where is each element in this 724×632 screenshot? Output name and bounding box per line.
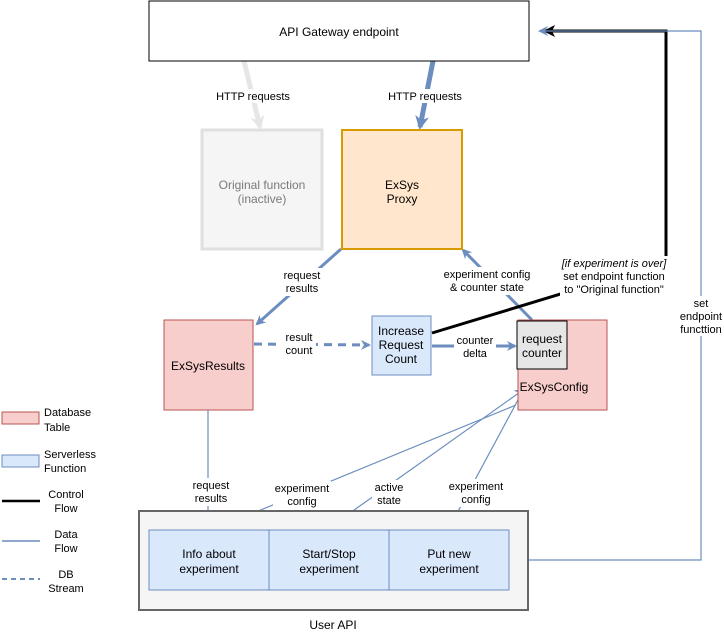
- label-proxy-results-1: request: [284, 270, 321, 282]
- legend-database-table: Database Table: [1, 407, 91, 434]
- increase-label-3: Count: [385, 352, 418, 366]
- increase-label-1: Increase: [378, 324, 424, 338]
- edge-start-stop-to-config: [325, 388, 525, 531]
- label-http-proxy: HTTP requests: [388, 91, 462, 103]
- legend-control-flow-1: Control: [48, 489, 83, 501]
- start-stop-experiment-node: Start/Stop experiment: [268, 529, 390, 591]
- legend-control-flow-2: Flow: [54, 503, 77, 515]
- label-result-count-1: result: [286, 332, 313, 344]
- label-active-state-1: active: [375, 482, 404, 494]
- label-http-original: HTTP requests: [216, 91, 290, 103]
- legend-serverless-function: Serverless Function: [1, 449, 96, 475]
- increase-label-2: Request: [379, 338, 424, 352]
- api-gateway-label: API Gateway endpoint: [279, 25, 399, 39]
- legend-serverless-function-1: Serverless: [44, 449, 96, 461]
- increase-request-count-node: Increase Request Count: [371, 315, 432, 376]
- legend-control-flow: Control Flow: [2, 489, 84, 515]
- label-config-info-2: config: [287, 496, 316, 508]
- label-put-config-1: experiment: [449, 481, 503, 493]
- edge-put-to-config: [447, 383, 527, 531]
- label-active-state-2: state: [377, 495, 401, 507]
- label-result-count-2: count: [286, 345, 313, 357]
- exsys-proxy-node: ExSys Proxy: [341, 129, 463, 250]
- put-new-label-1: Put new: [427, 547, 471, 561]
- legend-data-flow-1: Data: [54, 529, 78, 541]
- label-config-proxy-1: experiment config: [444, 269, 531, 281]
- original-function-label-1: Original function: [219, 178, 306, 192]
- exsys-config-label: ExSysConfig: [520, 380, 589, 394]
- label-counter-delta-1: counter: [457, 335, 494, 347]
- legend: Database Table Serverless Function Contr…: [1, 407, 96, 595]
- label-config-proxy-2: & counter state: [450, 282, 524, 294]
- label-results-info-1: request: [193, 480, 230, 492]
- exsys-proxy-label-2: Proxy: [387, 192, 418, 206]
- legend-db-stream-1: DB: [58, 569, 73, 581]
- api-gateway-node: API Gateway endpoint: [148, 0, 530, 62]
- legend-db-stream-2: Stream: [48, 583, 83, 595]
- info-label-2: experiment: [179, 562, 239, 576]
- edge-config-to-info: [210, 404, 517, 532]
- exsys-results-node: ExSysResults: [163, 319, 254, 411]
- legend-database-table-1: Database: [44, 407, 91, 419]
- label-set-endpoint-3: functtion: [680, 324, 722, 336]
- start-stop-label-2: experiment: [299, 562, 359, 576]
- info-about-experiment-node: Info about experiment: [148, 529, 270, 591]
- label-results-info-2: results: [195, 493, 228, 505]
- label-experiment-over-1: [if experiment is over]: [561, 258, 667, 270]
- legend-data-flow-2: Flow: [54, 543, 77, 555]
- label-put-config-2: config: [461, 494, 490, 506]
- label-proxy-results-2: results: [286, 283, 319, 295]
- put-new-label-2: experiment: [419, 562, 479, 576]
- legend-data-flow: Data Flow: [2, 529, 78, 555]
- label-experiment-over-2: set endpoint function: [563, 271, 665, 283]
- exsys-proxy-label-1: ExSys: [385, 178, 419, 192]
- put-new-experiment-node: Put new experiment: [388, 529, 510, 591]
- label-experiment-over-3: to "Original function": [564, 284, 664, 296]
- original-function-label-2: (inactive): [238, 192, 287, 206]
- label-set-endpoint-2: endpoint: [680, 311, 722, 323]
- edge-set-endpoint: [510, 26, 702, 561]
- label-counter-delta-2: delta: [463, 348, 488, 360]
- start-stop-label-1: Start/Stop: [302, 547, 356, 561]
- request-counter-node: request counter: [516, 320, 568, 370]
- label-config-info-1: experiment: [275, 483, 329, 495]
- edge-labels: HTTP requests HTTP requests request resu…: [189, 89, 724, 509]
- exsys-results-label: ExSysResults: [171, 359, 245, 373]
- user-api-label: User API: [309, 618, 356, 632]
- info-label-1: Info about: [182, 547, 236, 561]
- legend-database-table-2: Table: [44, 422, 70, 434]
- legend-serverless-function-2: Function: [44, 463, 86, 475]
- label-set-endpoint-1: set: [694, 298, 709, 310]
- request-counter-label-1: request: [522, 332, 563, 346]
- request-counter-label-2: counter: [522, 346, 562, 360]
- original-function-node: Original function (inactive): [200, 128, 324, 251]
- legend-db-stream: DB Stream: [2, 569, 84, 595]
